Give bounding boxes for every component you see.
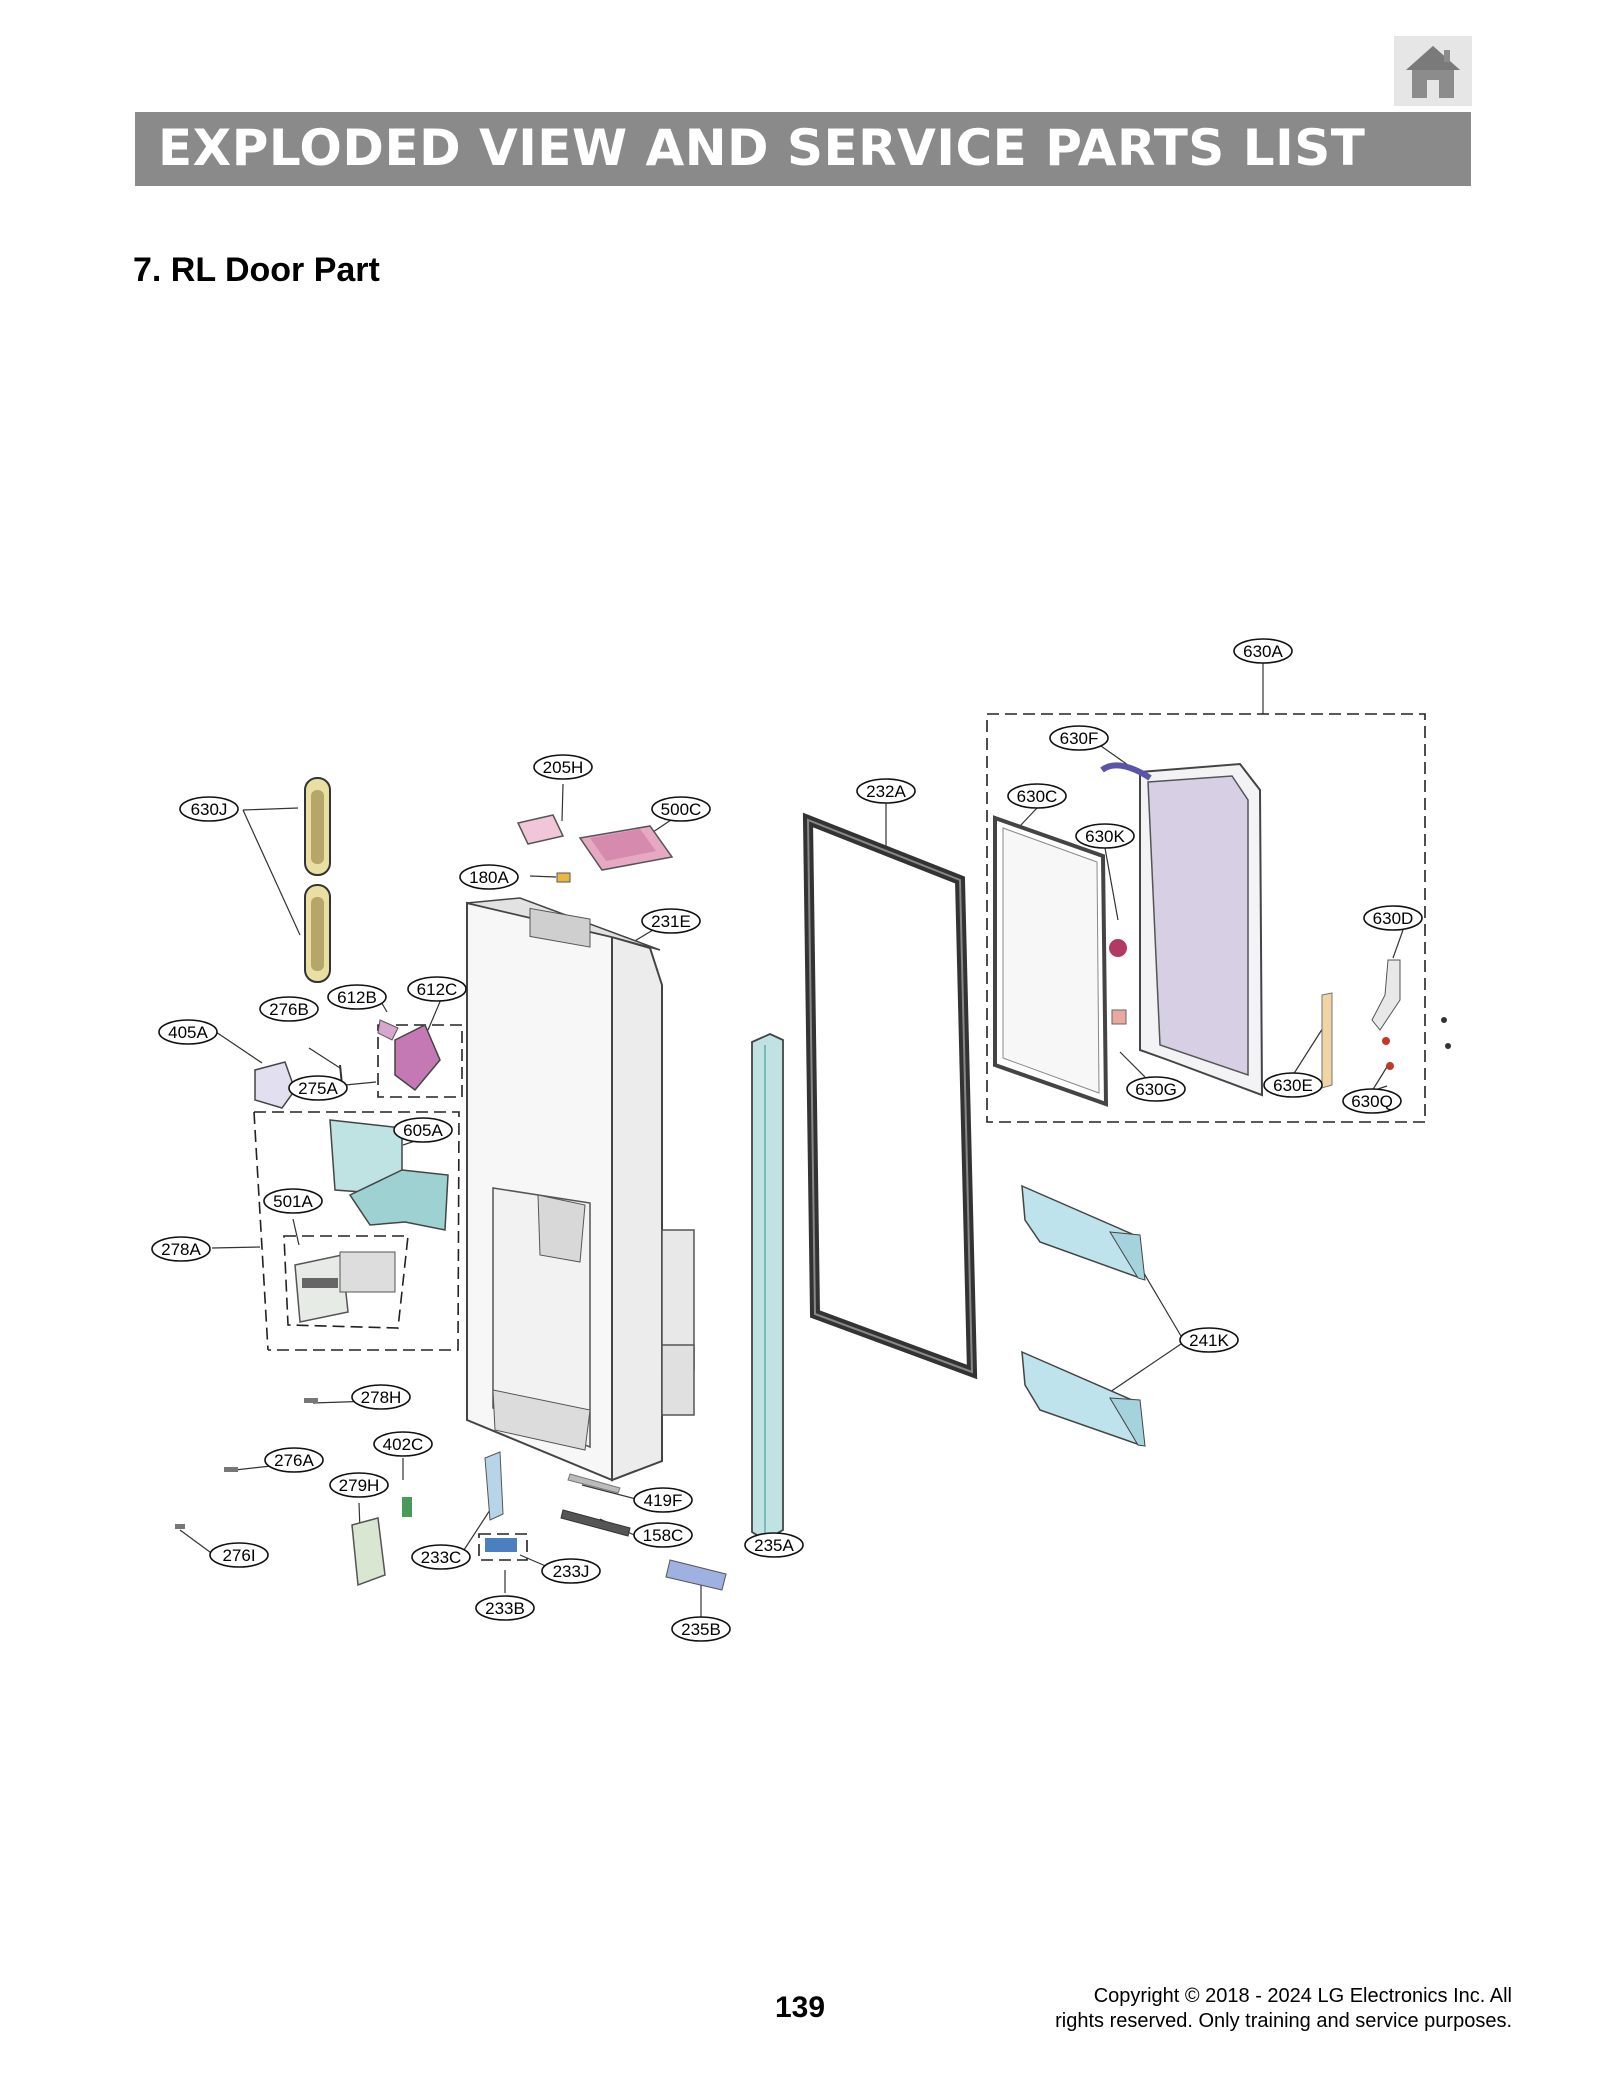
door-bin-part — [1021, 1184, 1146, 1447]
callout-231E: 231E — [651, 912, 691, 931]
screw-part — [1445, 1043, 1451, 1049]
group-box-edge — [253, 1111, 269, 1351]
motor-parts — [339, 1019, 441, 1092]
callout-275A: 275A — [298, 1079, 338, 1098]
callout-235B: 235B — [681, 1620, 721, 1639]
handle-cap-part — [304, 777, 331, 983]
callout-278A: 278A — [161, 1240, 201, 1259]
callout-233J: 233J — [553, 1562, 590, 1581]
callout-630K: 630K — [1085, 827, 1125, 846]
group-boxes — [254, 713, 1426, 1561]
callout-180A: 180A — [469, 868, 509, 887]
callout-500C: 500C — [661, 800, 702, 819]
callout-402C: 402C — [383, 1435, 424, 1454]
callout-419F: 419F — [644, 1491, 683, 1510]
callout-612B: 612B — [337, 988, 377, 1007]
cover-parts — [516, 814, 674, 883]
small-parts — [175, 1398, 727, 1591]
callout-233B: 233B — [485, 1599, 525, 1618]
callout-605A: 605A — [403, 1121, 443, 1140]
callout-630E: 630E — [1273, 1076, 1313, 1095]
callout-276B: 276B — [269, 1000, 309, 1019]
callout-241K: 241K — [1189, 1331, 1229, 1350]
page-number: 139 — [774, 1991, 826, 2024]
callout-501A: 501A — [273, 1192, 313, 1211]
title-banner: EXPLODED VIEW AND SERVICE PARTS LIST — [135, 112, 1471, 186]
switch-part — [254, 1061, 296, 1109]
callout-630D: 630D — [1373, 909, 1414, 928]
copyright-line-2: rights reserved. Only training and servi… — [1055, 2010, 1512, 2032]
callout-276I: 276I — [222, 1546, 255, 1565]
callout-232A: 232A — [866, 782, 906, 801]
callout-233C: 233C — [421, 1548, 462, 1567]
callout-ellipses — [151, 638, 1423, 1642]
callout-612C: 612C — [417, 980, 458, 999]
dispenser-chute-part — [329, 1119, 449, 1231]
home-button[interactable] — [1394, 36, 1472, 106]
callout-630C: 630C — [1017, 787, 1058, 806]
section-heading: 7. RL Door Part — [133, 251, 380, 289]
callout-630F: 630F — [1060, 729, 1099, 748]
screw-part — [1441, 1017, 1447, 1023]
door-in-door-assembly — [993, 762, 1401, 1107]
door-gasket-part — [802, 812, 978, 1380]
door-body-part — [466, 897, 695, 1482]
copyright-line-1: Copyright © 2018 - 2024 LG Electronics I… — [1093, 1985, 1512, 2007]
callout-630Q: 630Q — [1351, 1092, 1393, 1111]
callout-276A: 276A — [274, 1451, 314, 1470]
page-title: EXPLODED VIEW AND SERVICE PARTS LIST — [158, 119, 1366, 177]
callout-278H: 278H — [361, 1388, 402, 1407]
control-panel-part — [294, 1251, 396, 1323]
center-strip-part — [751, 1033, 784, 1542]
home-icon — [1406, 46, 1460, 98]
callout-630A: 630A — [1243, 642, 1283, 661]
callout-205H: 205H — [543, 758, 584, 777]
callout-630J: 630J — [191, 800, 228, 819]
copyright-notice: Copyright © 2018 - 2024 LG Electronics I… — [1055, 1984, 1512, 2034]
callout-labels: 630A 630F 630C 630K 630D 630G 630E 630Q … — [161, 642, 1413, 1639]
callout-235A: 235A — [754, 1536, 794, 1555]
callout-630G: 630G — [1135, 1080, 1177, 1099]
callout-405A: 405A — [168, 1023, 208, 1042]
callout-158C: 158C — [643, 1526, 684, 1545]
callout-279H: 279H — [339, 1476, 380, 1495]
